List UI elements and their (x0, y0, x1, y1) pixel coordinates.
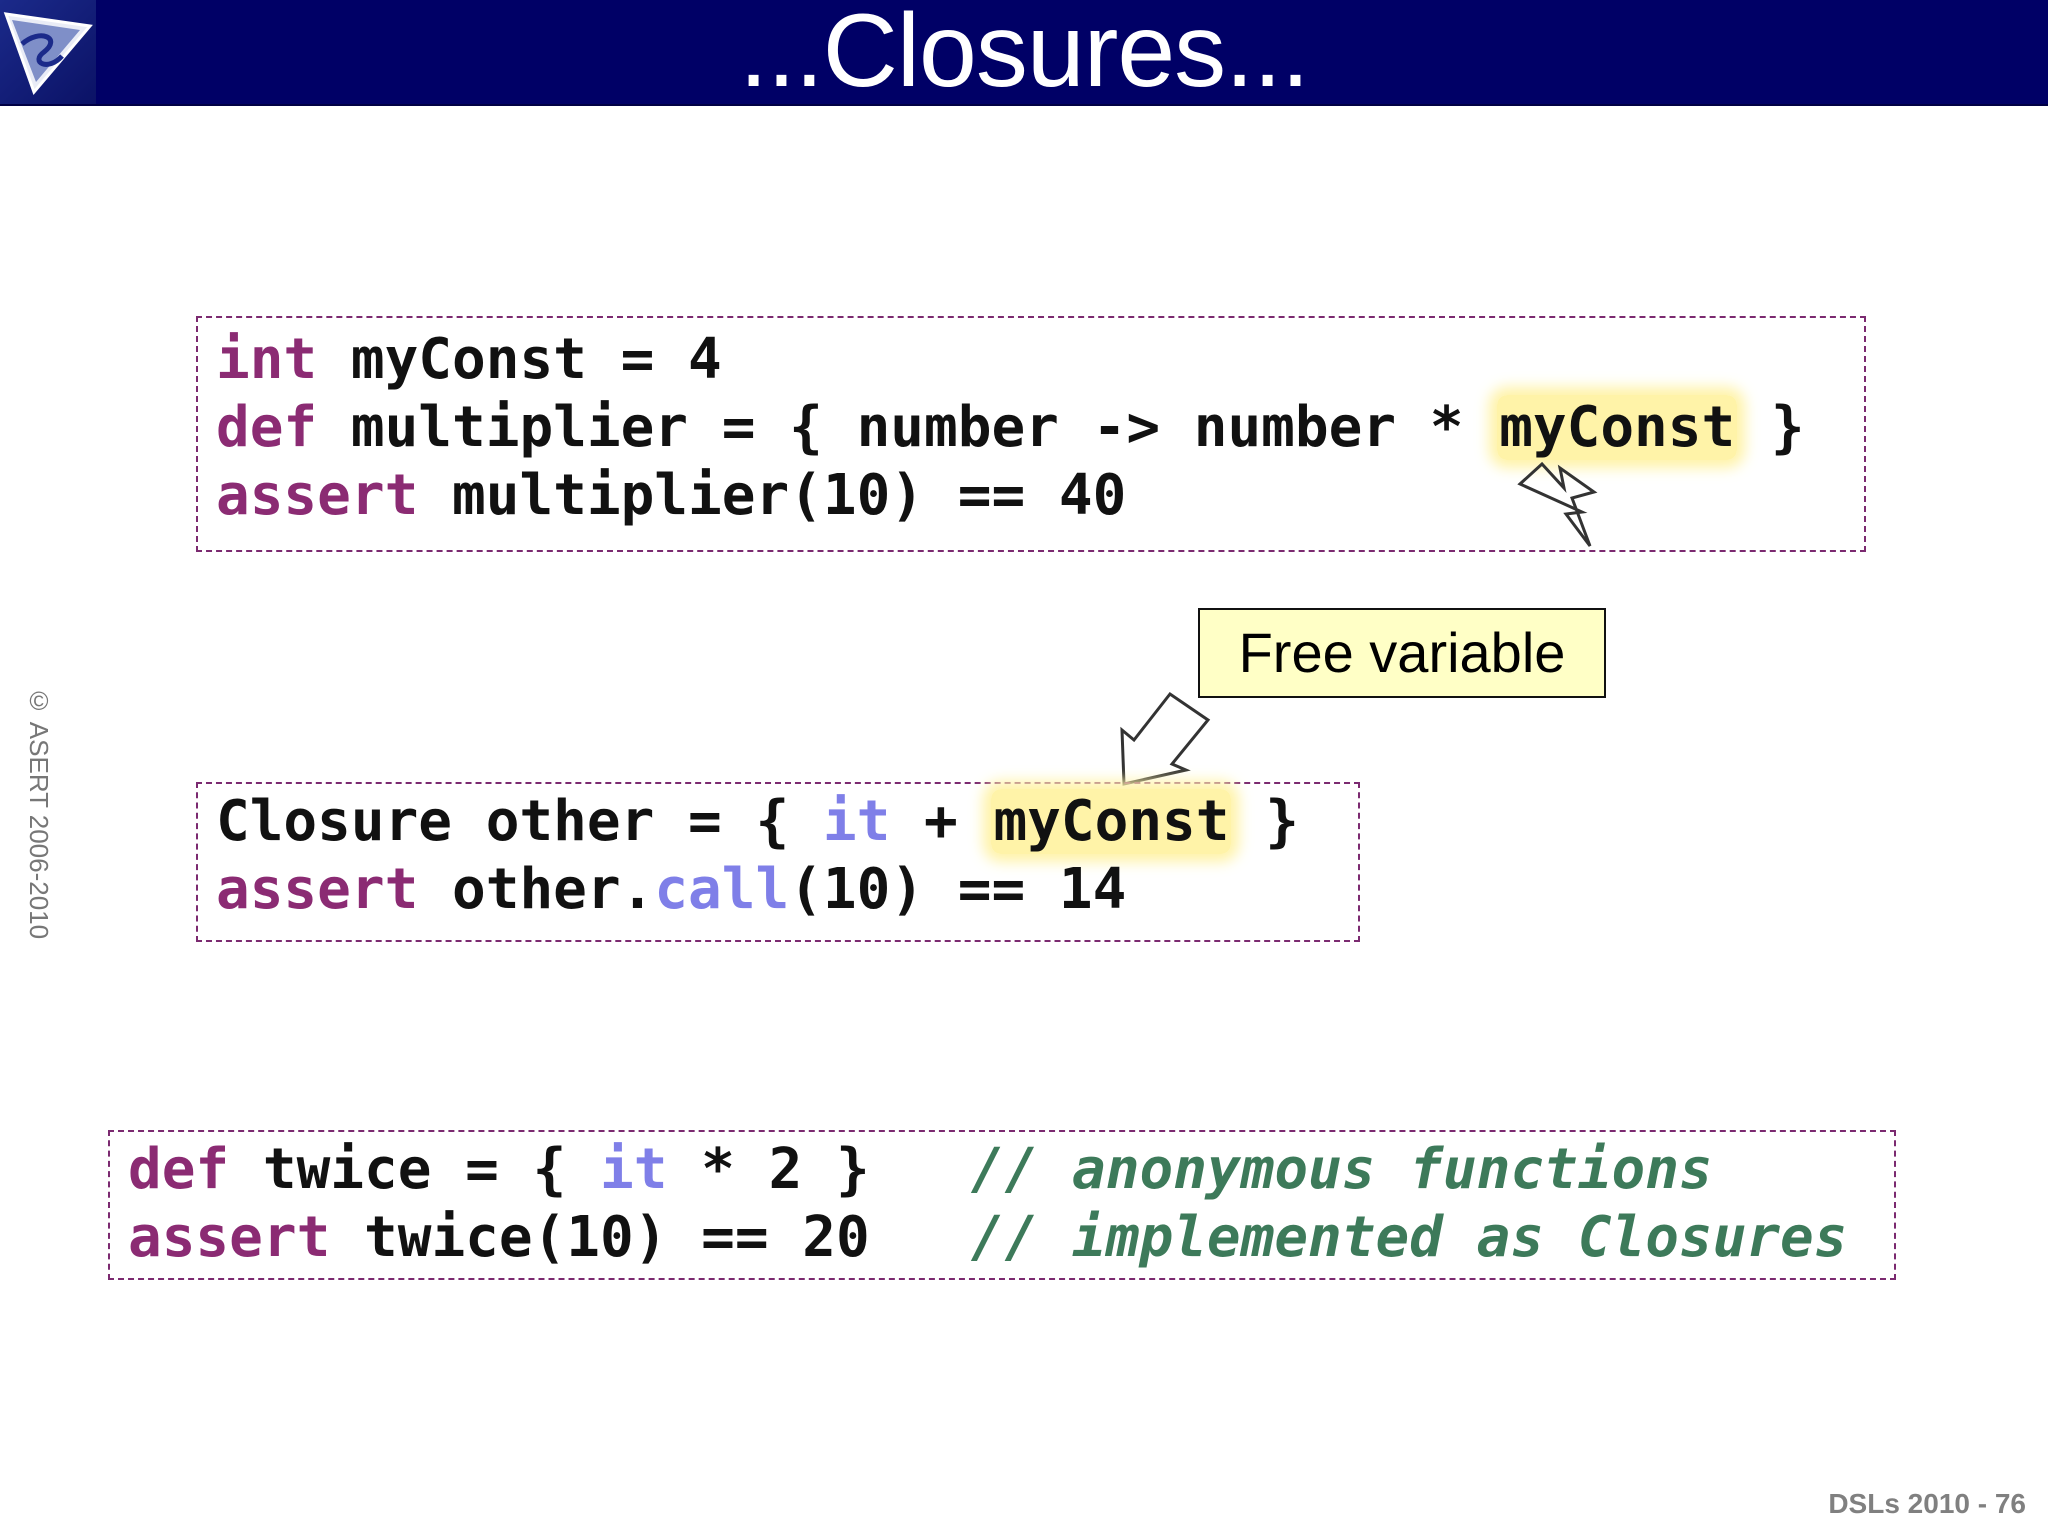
code-text: } (1737, 395, 1805, 460)
code-text: myConst = 4 (317, 327, 722, 392)
keyword: assert (216, 857, 419, 922)
code-block-multiplier: int myConst = 4 def multiplier = { numbe… (196, 316, 1866, 552)
free-variable-callout: Free variable (1198, 608, 1606, 698)
code-text: } (1231, 789, 1299, 854)
code-line: assert other.call(10) == 14 (216, 856, 1126, 924)
it-keyword: it (600, 1137, 668, 1202)
code-comment: // anonymous functions (970, 1137, 1713, 1202)
code-line: def twice = { it * 2 } // anonymous func… (128, 1136, 1713, 1204)
asert-logo-icon (0, 0, 96, 104)
slide-title: ...Closures... (739, 0, 1310, 109)
copyright-notice: © ASERT 2006-2010 (24, 686, 54, 940)
code-text: Closure other = { (216, 789, 823, 854)
code-text: + (890, 789, 992, 854)
code-text: other. (418, 857, 655, 922)
code-line: assert multiplier(10) == 40 (216, 462, 1126, 530)
code-line: def multiplier = { number -> number * my… (216, 394, 1805, 462)
code-text: multiplier = { number -> number * (317, 395, 1498, 460)
code-block-twice: def twice = { it * 2 } // anonymous func… (108, 1130, 1896, 1280)
arrow-down-icon (1120, 691, 1211, 786)
keyword: int (216, 327, 318, 392)
keyword: assert (216, 463, 419, 528)
code-text: twice(10) == 20 (330, 1205, 971, 1270)
slide-footer: DSLs 2010 - 76 (1828, 1488, 2026, 1519)
code-line: Closure other = { it + myConst } (216, 788, 1299, 856)
keyword: def (128, 1137, 230, 1202)
code-text: * 2 } (667, 1137, 971, 1202)
code-block-other: Closure other = { it + myConst } assert … (196, 782, 1360, 942)
it-keyword: it (822, 789, 891, 854)
free-variable-highlight: myConst (1497, 395, 1738, 460)
title-bar: ...Closures... (0, 0, 2048, 109)
free-variable-highlight: myConst (991, 789, 1232, 854)
code-line: int myConst = 4 (216, 326, 722, 394)
call-method: call (654, 857, 790, 922)
code-comment: // implemented as Closures (970, 1205, 1848, 1270)
code-text: twice = { (229, 1137, 601, 1202)
keyword: def (216, 395, 318, 460)
code-text: (10) == 14 (789, 857, 1127, 922)
keyword: assert (128, 1205, 331, 1270)
code-text: multiplier(10) == 40 (418, 463, 1127, 528)
code-line: assert twice(10) == 20 // implemented as… (128, 1204, 1847, 1272)
